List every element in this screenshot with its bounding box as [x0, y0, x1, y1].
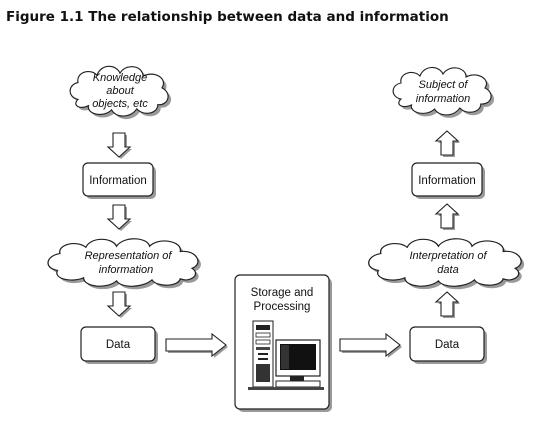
- arrow-right-1: [165, 333, 228, 358]
- arrow-down-3: [107, 291, 132, 318]
- cloud-knowledge-line2: about: [106, 85, 134, 97]
- arrow-up-2: [435, 203, 460, 230]
- storage-title-line1: Storage and: [251, 287, 314, 299]
- box-information-left-label: Information: [89, 175, 147, 187]
- arrow-down-1: [107, 132, 132, 159]
- arrow-up-3: [435, 291, 460, 318]
- storage-title-line2: Processing: [254, 301, 311, 313]
- cloud-knowledge: Knowledge about objects, etc: [69, 65, 172, 120]
- cloud-interpretation-line2: data: [437, 264, 458, 276]
- box-data-right-label: Data: [435, 339, 460, 351]
- cloud-subject-line2: information: [416, 93, 470, 105]
- computer-icon: [248, 320, 324, 390]
- cloud-interpretation: Interpretation of data: [368, 238, 525, 290]
- arrow-down-2: [107, 204, 132, 231]
- cloud-knowledge-line1: Knowledge: [93, 72, 147, 84]
- figure-title: Figure 1.1 The relationship between data…: [6, 9, 449, 25]
- box-information-right-label: Information: [418, 175, 476, 187]
- cloud-representation-line1: Representation of: [85, 250, 173, 262]
- box-data-right: Data: [409, 326, 487, 364]
- box-storage-processing: Storage and Processing: [234, 274, 332, 412]
- box-information-right: Information: [411, 162, 485, 199]
- cloud-knowledge-line3: objects, etc: [92, 98, 148, 110]
- cloud-interpretation-line1: Interpretation of: [409, 250, 487, 262]
- box-data-left-label: Data: [106, 339, 131, 351]
- arrow-right-2: [339, 333, 402, 358]
- cloud-subject: Subject of information: [392, 66, 495, 118]
- cloud-subject-line1: Subject of: [419, 79, 469, 91]
- arrow-up-1: [435, 130, 460, 157]
- box-data-left: Data: [80, 326, 158, 364]
- cloud-representation-line2: information: [99, 264, 153, 276]
- box-information-left: Information: [82, 162, 156, 199]
- cloud-representation: Representation of information: [47, 238, 201, 290]
